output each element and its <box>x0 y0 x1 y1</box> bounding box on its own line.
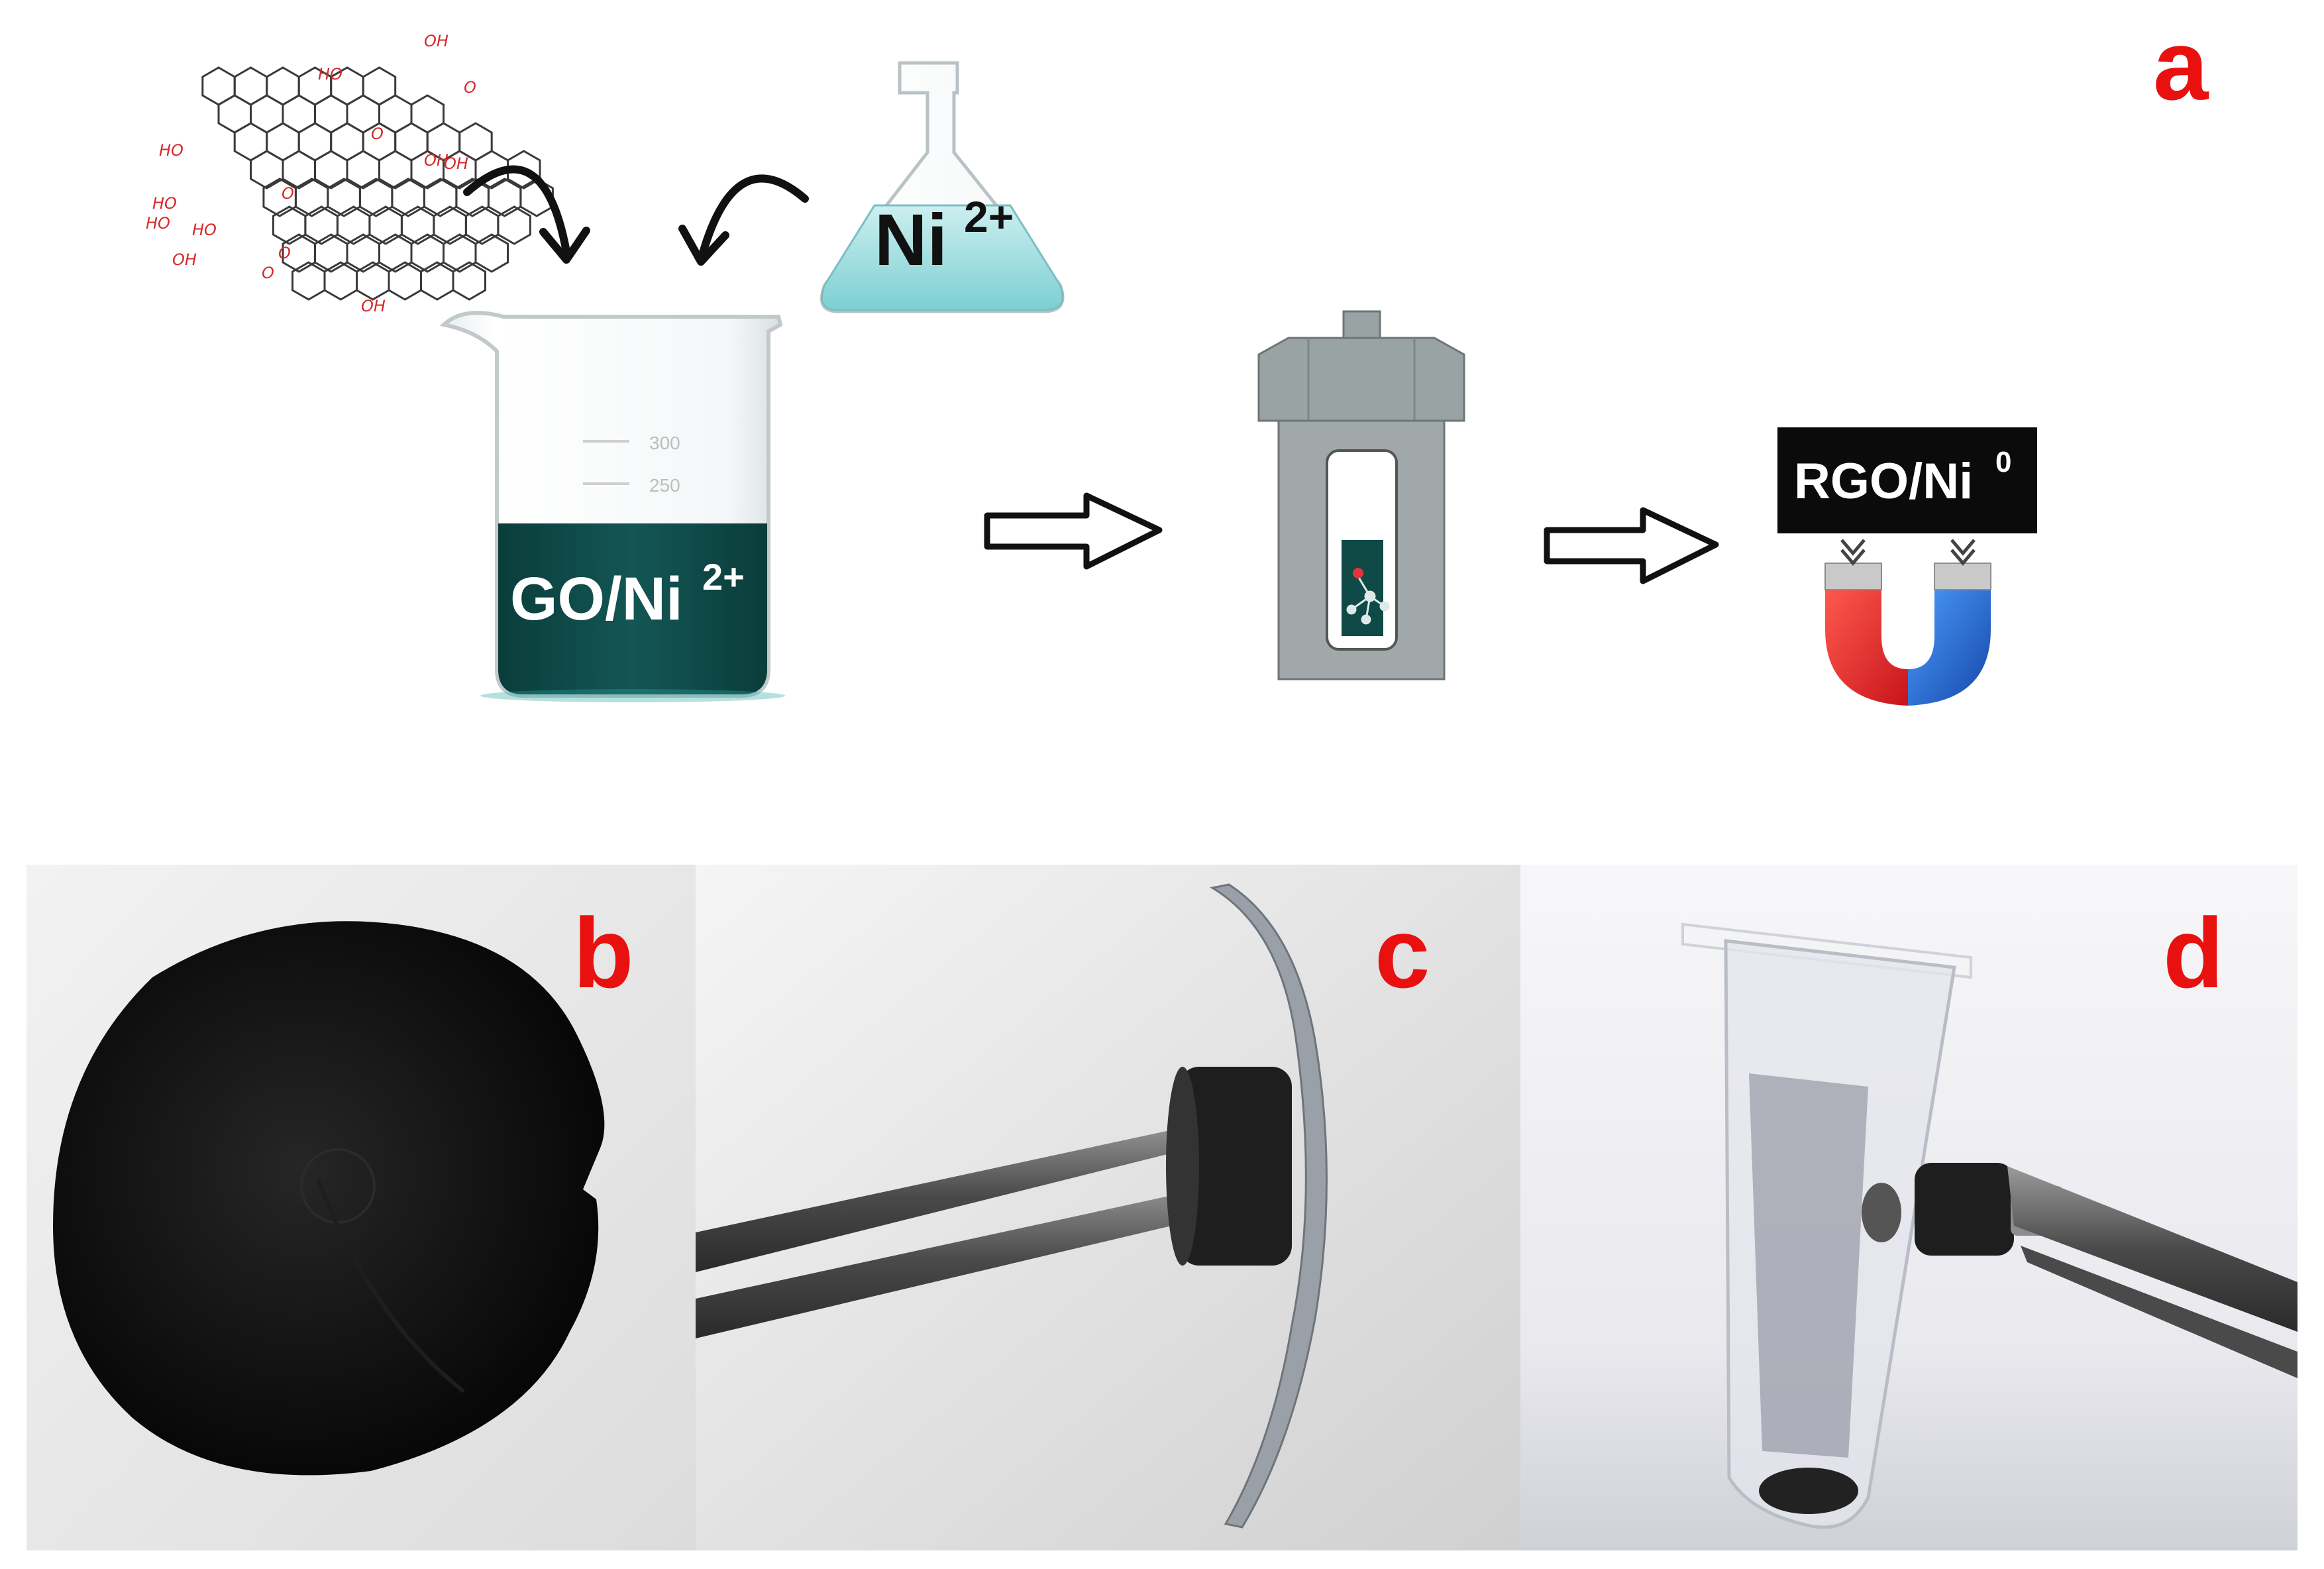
panel-letter-b: b <box>573 897 634 1008</box>
magnet-cylinder <box>1166 1067 1292 1266</box>
functional-group-label: O <box>278 244 291 262</box>
beaker-label-charge: 2+ <box>702 556 745 598</box>
hexagon-ring <box>391 178 425 217</box>
product-label: RGO/Ni <box>1794 453 1973 510</box>
hexagon-ring <box>356 261 390 301</box>
autoclave-reactor <box>1257 310 1465 680</box>
hexagon-ring <box>420 261 454 301</box>
flask-label-charge: 2+ <box>964 192 1014 241</box>
panel-d: d <box>1520 865 2298 1550</box>
product-label-superscript: 0 <box>1995 446 2011 478</box>
functional-group-label: O <box>262 264 274 282</box>
tweezers-lower <box>696 1179 1257 1338</box>
curved-arrow-left <box>463 165 590 264</box>
hexagon-ring <box>487 178 522 217</box>
hexagon-ring <box>410 233 445 273</box>
hexagon-ring <box>304 205 339 245</box>
functional-group-label: HO <box>146 214 170 233</box>
rgo-film-disc <box>53 921 605 1476</box>
hexagon-ring <box>497 205 531 245</box>
panel-b: b <box>26 865 696 1550</box>
hexagon-ring <box>272 205 307 245</box>
tweezers-upper <box>696 1120 1226 1272</box>
hexagon-ring <box>474 233 509 273</box>
process-arrow-1 <box>984 492 1163 570</box>
hexagon-ring <box>400 205 435 245</box>
hexagon-ring <box>378 233 413 273</box>
curved-arrow-right <box>678 174 809 266</box>
hexagon-ring <box>327 178 361 217</box>
flask-label: Ni <box>874 199 947 281</box>
hexagon-ring <box>433 205 467 245</box>
molecule-icon <box>1346 568 1390 625</box>
hexagon-ring <box>314 233 348 273</box>
hexagon-ring <box>358 178 394 217</box>
hexagon-ring <box>346 233 380 273</box>
beaker-tick-label-250: 250 <box>649 475 680 496</box>
hexagon-ring <box>452 261 486 301</box>
hexagon-ring <box>291 261 326 301</box>
hexagon-ring <box>336 205 371 245</box>
panel-letter-d: d <box>2163 897 2224 1008</box>
functional-group-label: O <box>371 125 384 143</box>
beaker-tick-label-300: 300 <box>649 433 680 453</box>
functional-group-label: OH <box>172 250 197 269</box>
product-label-box: RGO/Ni 0 <box>1777 427 2037 533</box>
hexagon-ring <box>250 150 284 189</box>
hexagon-ring <box>464 205 500 245</box>
hexagon-ring <box>368 205 403 245</box>
functional-group-label: HO <box>192 221 217 239</box>
functional-group-label: HO <box>152 194 177 213</box>
functional-group-label: HO <box>318 65 343 83</box>
functional-group-label: OH <box>424 32 449 50</box>
functional-group-label: OH <box>444 154 468 173</box>
flexible-film-sheet <box>1209 883 1328 1529</box>
functional-group-label: OH <box>361 297 386 315</box>
beaker-label: GO/Ni <box>510 565 683 633</box>
tweezers-with-magnet <box>1862 1163 2298 1378</box>
hexagon-ring <box>388 261 422 301</box>
functional-group-label: OH <box>424 151 449 170</box>
hexagon-lattice <box>201 66 554 301</box>
panel-letter-a: a <box>2153 9 2209 121</box>
functional-group-label: O <box>464 78 476 97</box>
hexagon-ring <box>294 178 329 217</box>
functional-group-label: HO <box>159 141 184 160</box>
process-arrow-2 <box>1544 507 1719 584</box>
hexagon-ring <box>443 233 477 273</box>
beaker: 300 250 GO/Ni 2+ <box>439 311 785 702</box>
erlenmeyer-flask: Ni 2+ <box>820 61 1065 313</box>
magnet-icon <box>1824 539 1991 706</box>
centrifuge-tube <box>1681 922 1972 1529</box>
panel-letter-c: c <box>1375 897 1430 1008</box>
functional-group-label: O <box>282 184 294 203</box>
hexagon-ring <box>423 178 458 217</box>
panel-c: c <box>696 865 1520 1550</box>
hexagon-ring <box>323 261 358 301</box>
